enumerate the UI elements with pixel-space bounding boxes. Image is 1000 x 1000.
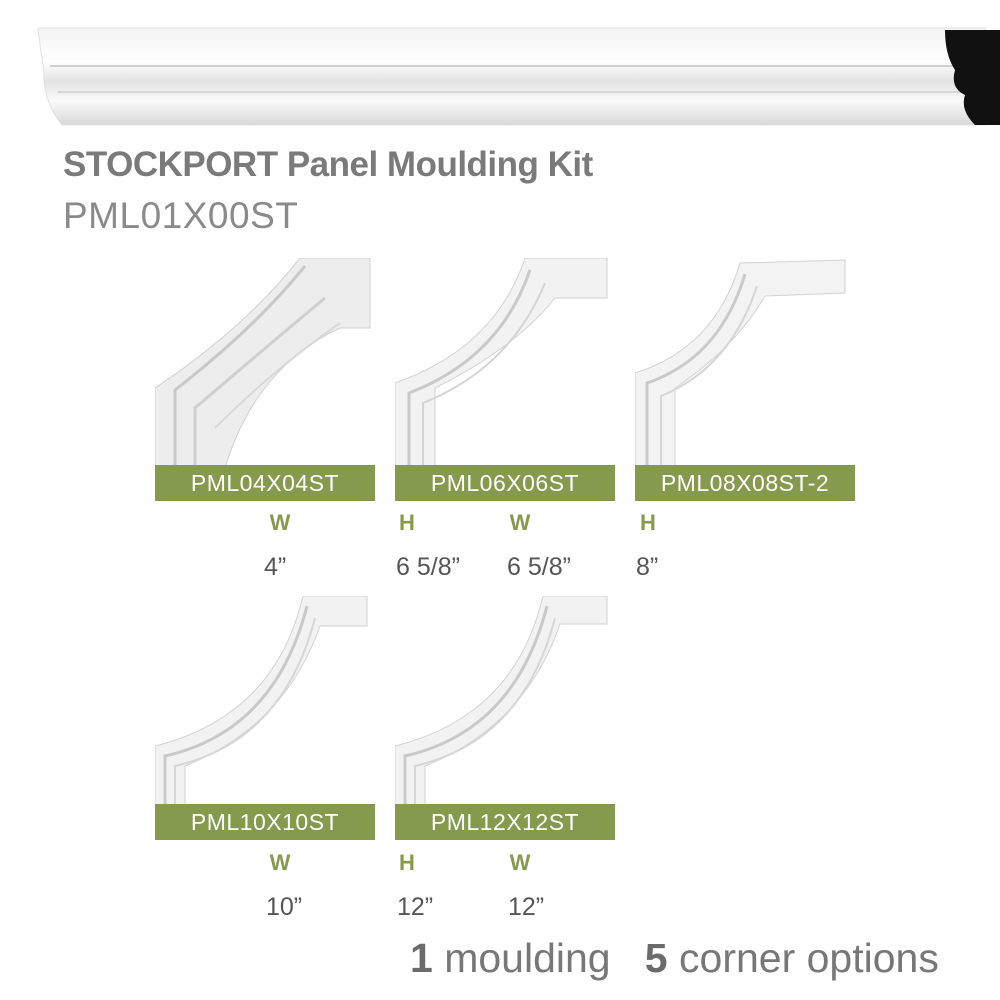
corner-count: 5 (644, 935, 668, 981)
dimension-key: W (269, 510, 291, 535)
moulding-count: 1 (410, 935, 433, 981)
dimension-value: 10” (266, 893, 303, 921)
kit-summary: 1 moulding 5 corner options (410, 935, 939, 982)
dimension-key: W (269, 850, 291, 875)
corner-text: corner options (679, 935, 939, 981)
corner-image-5 (395, 596, 610, 806)
dimension-value: 8” (636, 553, 659, 581)
dimension-key: W (509, 850, 531, 875)
product-sku: PML01X00ST (63, 195, 299, 236)
dimension-key: H (399, 510, 415, 535)
corner-image-3 (635, 258, 850, 468)
dimension-value: 6 5/8” (396, 553, 460, 581)
corner-sku-label: PML10X10ST (155, 804, 375, 840)
corner-sku-label: PML08X08ST-2 (635, 465, 855, 501)
dimension-value: 12” (508, 893, 545, 921)
corner-image-4 (155, 596, 370, 806)
dimension-value: 4” (264, 553, 287, 581)
dimension-key: H (399, 850, 415, 875)
dimension-value: 6 5/8” (507, 553, 571, 581)
moulding-strip-image (0, 0, 1000, 140)
product-title: STOCKPORT Panel Moulding Kit (63, 145, 593, 184)
corner-sku-label: PML12X12ST (395, 804, 615, 840)
dimension-key: H (640, 510, 656, 535)
dimension-value: 12” (397, 893, 434, 921)
dimension-key: W (509, 510, 531, 535)
corner-sku-label: PML06X06ST (395, 465, 615, 501)
corner-image-1 (155, 258, 375, 468)
corner-sku-label: PML04X04ST (155, 465, 375, 501)
moulding-text: moulding (444, 935, 611, 981)
corner-image-2 (395, 258, 610, 468)
